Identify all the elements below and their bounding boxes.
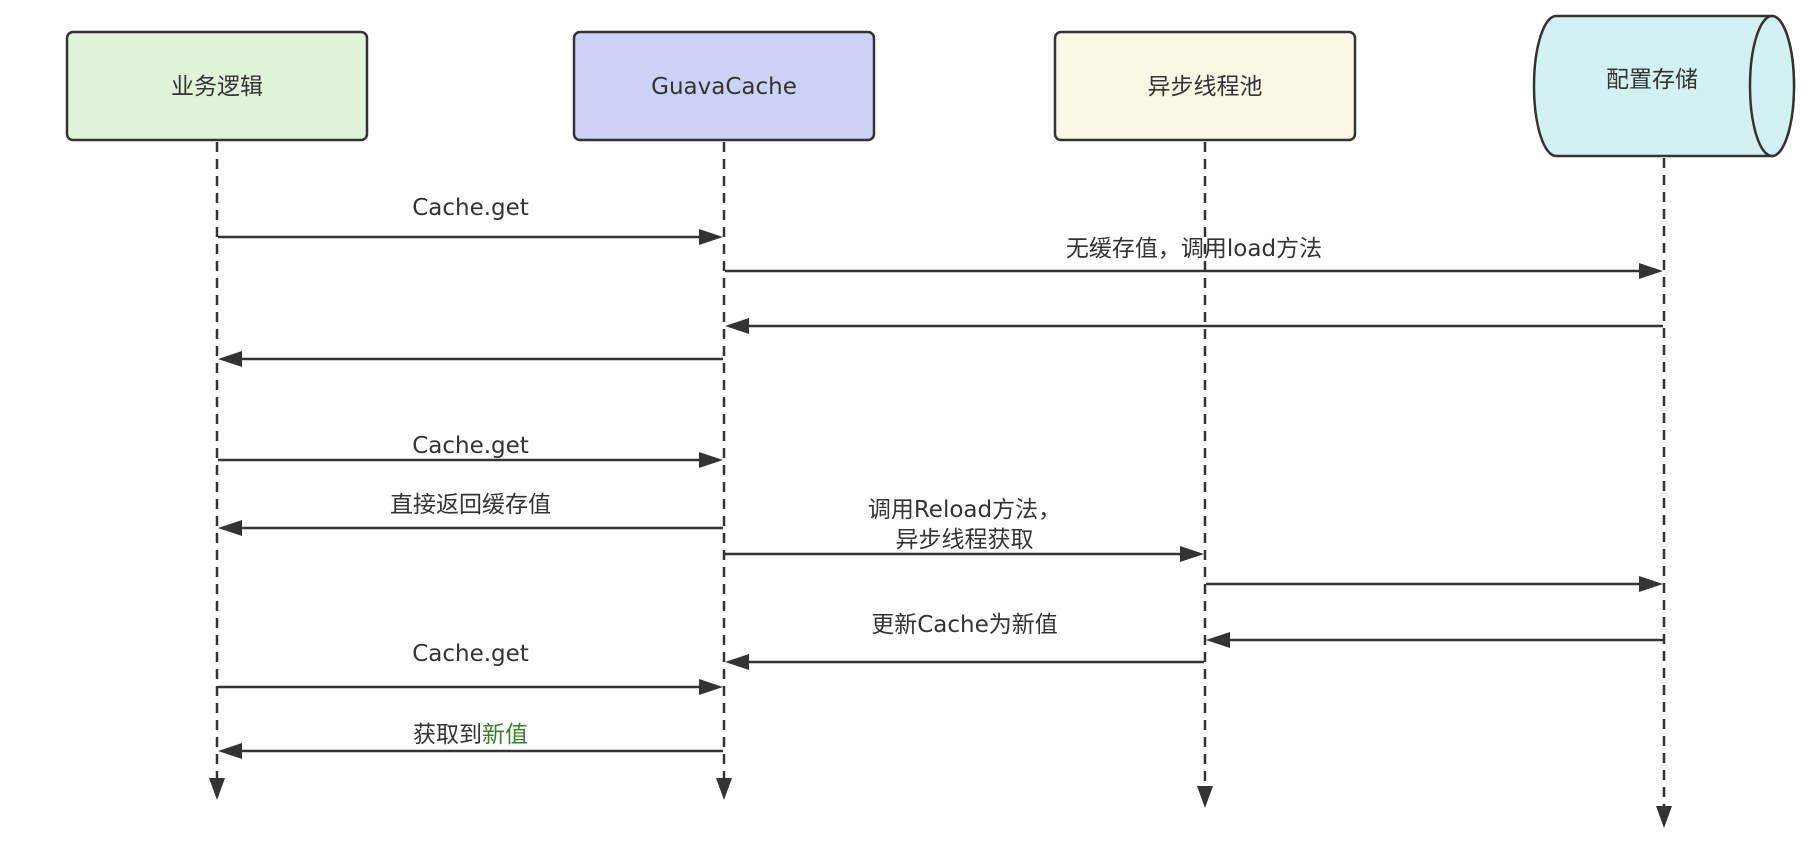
message-label: 无缓存值，调用load方法 — [1066, 236, 1322, 262]
message-label-highlight: 新值 — [482, 722, 528, 748]
lifeline-biz — [209, 142, 225, 800]
lifeline-arrowhead — [716, 778, 732, 800]
message-label: 获取到新值 — [413, 722, 528, 748]
message-arrowhead — [218, 520, 242, 536]
message-label-segment: 获取到 — [413, 722, 482, 748]
message-2: 无缓存值，调用load方法 — [725, 236, 1663, 279]
message-arrowhead — [1639, 576, 1663, 592]
message-label: Cache.get — [412, 195, 529, 221]
participant-biz: 业务逻辑 — [65, 30, 369, 142]
message-label: 直接返回缓存值 — [390, 492, 551, 518]
participant-box-pool — [1053, 30, 1357, 142]
lifeline-arrowhead — [1197, 786, 1213, 808]
participant-label-pool: 异步线程池 — [1148, 74, 1263, 100]
lifeline-arrowhead — [209, 778, 225, 800]
message-3 — [725, 318, 1663, 334]
message-label: Cache.get — [412, 433, 529, 459]
message-arrowhead — [1639, 263, 1663, 279]
message-arrowhead — [218, 743, 242, 759]
message-arrowhead — [218, 351, 242, 367]
message-arrowhead — [725, 318, 749, 334]
message-6: 直接返回缓存值 — [218, 492, 723, 536]
message-label: 异步线程获取 — [896, 527, 1034, 553]
message-arrowhead — [699, 229, 723, 245]
message-1: Cache.get — [218, 195, 723, 245]
message-arrowhead — [1206, 632, 1230, 648]
database-cap — [1748, 14, 1796, 158]
lifeline-arrowhead — [1656, 806, 1672, 828]
message-label: 更新Cache为新值 — [871, 612, 1058, 638]
message-arrowhead — [699, 679, 723, 695]
message-12: 获取到新值 — [218, 722, 723, 759]
message-4 — [218, 351, 723, 367]
message-arrowhead — [1180, 546, 1204, 562]
message-arrowhead — [699, 452, 723, 468]
message-label: 调用Reload方法， — [868, 497, 1061, 523]
message-9 — [1206, 632, 1663, 648]
participant-label-cache: GuavaCache — [651, 74, 797, 100]
message-11: Cache.get — [218, 641, 723, 695]
participant-label-store: 配置存储 — [1606, 67, 1698, 93]
message-10: 更新Cache为新值 — [725, 612, 1204, 670]
message-5: Cache.get — [218, 433, 723, 468]
participant-box-biz — [65, 30, 369, 142]
message-label: Cache.get — [412, 641, 529, 667]
lifeline-cache — [716, 142, 732, 800]
participant-cache: GuavaCache — [572, 30, 876, 142]
participant-box-cache — [572, 30, 876, 142]
participant-pool: 异步线程池 — [1053, 30, 1357, 142]
participant-store: 配置存储 — [1532, 14, 1796, 158]
message-7: 调用Reload方法， 异步线程获取 — [725, 497, 1204, 562]
participant-label-biz: 业务逻辑 — [171, 74, 263, 100]
message-8 — [1206, 576, 1663, 592]
message-arrowhead — [725, 654, 749, 670]
lifeline-pool — [1197, 142, 1213, 808]
lifeline-store — [1656, 158, 1672, 828]
